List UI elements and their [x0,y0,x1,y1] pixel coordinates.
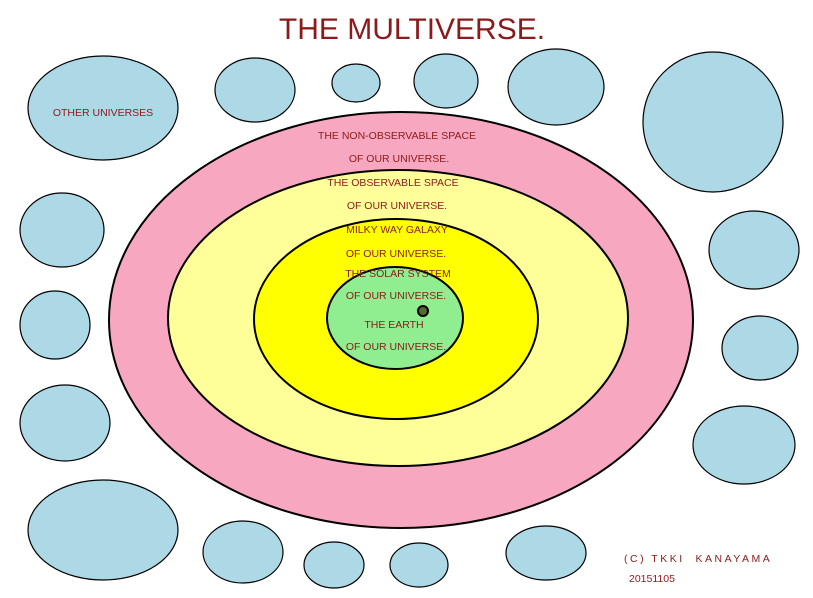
solar-system-region [326,266,464,370]
other-universe-bubble [27,479,179,581]
other-universe-bubble [19,384,111,462]
galaxy-label-line1: MILKY WAY GALAXY [346,224,448,236]
other-universes-label: OTHER UNIVERSES [53,107,153,119]
earth-dot [417,305,429,317]
other-universe-bubble [19,290,91,360]
other-universe-bubble [303,541,365,589]
earth-label-line1: THE EARTH [364,319,423,331]
galaxy-label-line2: OF OUR UNIVERSE. [346,248,446,260]
other-universe-bubble [708,210,800,290]
other-universe-bubble [413,53,479,109]
observable-label-line2: OF OUR UNIVERSE. [347,200,447,212]
solar-system-label-line2: OF OUR UNIVERSE. [346,290,446,302]
earth-label-line2: OF OUR UNIVERSE. [346,341,446,353]
other-universe-bubble [331,63,381,103]
other-universe-bubble [507,48,605,126]
other-universe-bubble [505,525,587,581]
other-universe-bubble [642,51,784,193]
date-stamp: 20151105 [629,573,675,585]
other-universes-group [19,48,800,589]
observable-label-line1: THE OBSERVABLE SPACE [327,177,458,189]
non-observable-label-line2: OF OUR UNIVERSE. [349,153,449,165]
other-universe-bubble [202,520,284,584]
other-universe-bubble [692,405,796,485]
other-universe-bubble [19,192,105,268]
solar-system-label-line1: THE SOLAR SYSTEM [345,268,451,280]
non-observable-label-line1: THE NON-OBSERVABLE SPACE [318,130,476,142]
copyright-credit: (C) TKKI KANAYAMA [624,553,772,565]
other-universe-bubble [721,315,799,381]
other-universe-bubble [214,57,296,123]
other-universe-bubble [389,542,449,588]
other-universe-bubble [27,55,179,161]
diagram-title: THE MULTIVERSE. [279,13,545,46]
